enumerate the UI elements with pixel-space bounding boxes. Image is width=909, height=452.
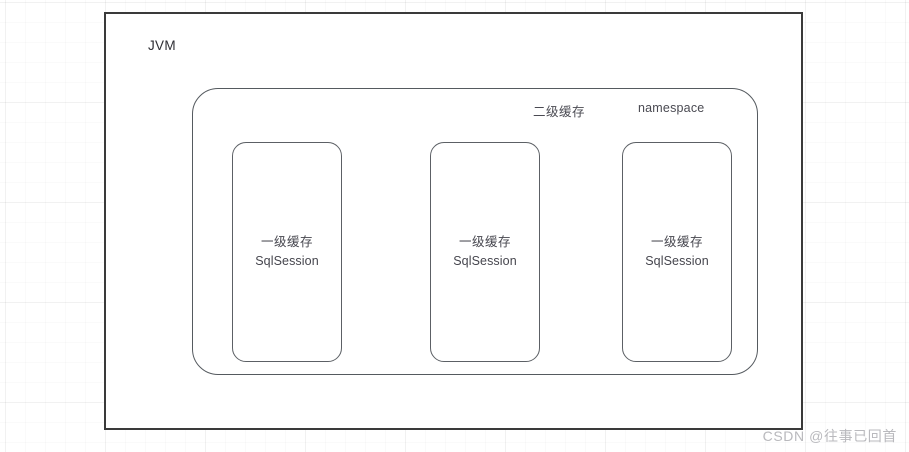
first-level-cache-box-1: 一级缓存 SqlSession: [232, 142, 342, 362]
first-level-cache-cn-label-1: 一级缓存: [260, 235, 313, 249]
first-level-cache-cn-label-2: 一级缓存: [458, 235, 511, 249]
first-level-cache-text-3: 一级缓存 SqlSession: [623, 233, 731, 271]
watermark: CSDN @往事已回首: [762, 428, 897, 444]
first-level-cache-text-1: 一级缓存 SqlSession: [233, 233, 341, 271]
first-level-cache-en-label-1: SqlSession: [255, 254, 319, 268]
second-level-cache-label: 二级缓存: [533, 105, 586, 119]
first-level-cache-en-label-3: SqlSession: [645, 254, 709, 268]
first-level-cache-text-2: 一级缓存 SqlSession: [431, 233, 539, 271]
first-level-cache-box-3: 一级缓存 SqlSession: [622, 142, 732, 362]
namespace-label: namespace: [638, 101, 705, 115]
first-level-cache-en-label-2: SqlSession: [453, 254, 517, 268]
jvm-label: JVM: [148, 38, 176, 53]
first-level-cache-cn-label-3: 一级缓存: [650, 235, 703, 249]
first-level-cache-box-2: 一级缓存 SqlSession: [430, 142, 540, 362]
